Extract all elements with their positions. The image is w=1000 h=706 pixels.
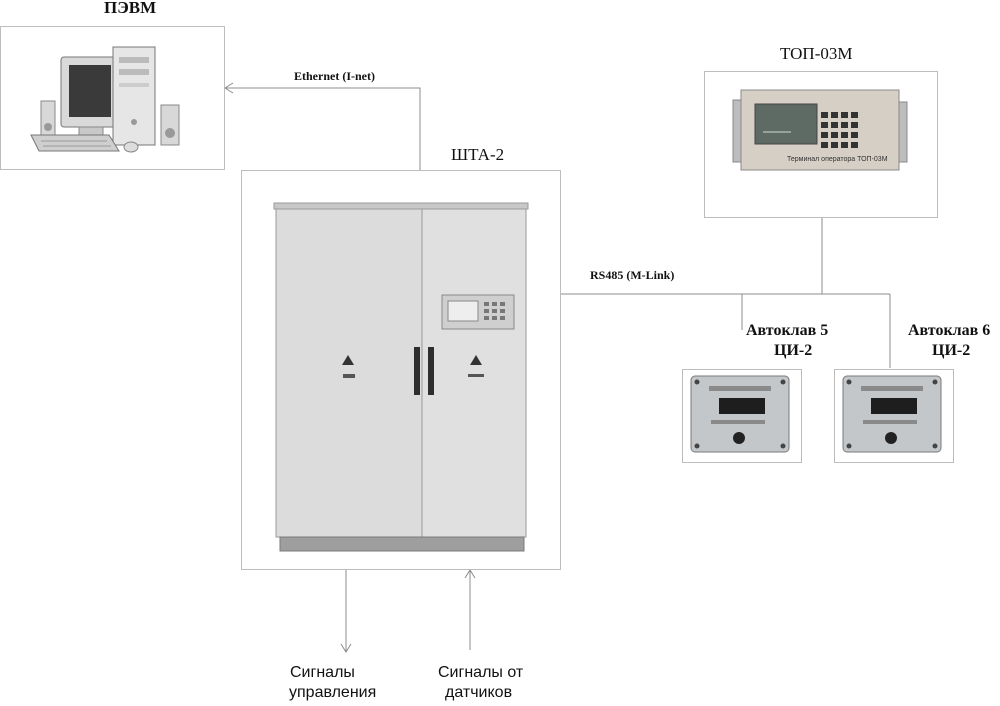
control-signals-line2: управления (289, 684, 377, 701)
autoclave6-indicator-illustration (842, 375, 942, 453)
terminal-box: Терминал оператора ТОП-03М (704, 71, 938, 218)
sensor-signals-line2: датчиков (445, 684, 513, 701)
pc-box (0, 26, 225, 170)
terminal-title: ТОП-03М (780, 44, 853, 63)
control-signal-arrowhead (340, 643, 352, 653)
autoclave6-box (834, 369, 954, 463)
cabinet-title: ШТА-2 (451, 145, 505, 164)
sensor-signal-arrowhead (464, 569, 476, 579)
cabinet-illustration (273, 202, 529, 552)
sensor-signals-line1: Сигналы от (438, 664, 524, 681)
autoclave6-title-line2: ЦИ-2 (932, 342, 971, 359)
ethernet-label: Ethernet (I-net) (294, 69, 375, 83)
pc-illustration (30, 46, 180, 153)
rs485-label: RS485 (M-Link) (590, 268, 675, 282)
terminal-panel-caption: Терминал оператора ТОП-03М (787, 156, 888, 163)
autoclave5-indicator-illustration (690, 375, 790, 453)
ethernet-line (225, 87, 421, 170)
terminal-illustration (732, 89, 908, 171)
autoclave6-title-line1: Автоклав 6 (908, 322, 991, 339)
ethernet-arrowhead (224, 82, 234, 94)
autoclave5-title-line1: Автоклав 5 (746, 322, 829, 339)
autoclave5-box (682, 369, 802, 463)
pc-title: ПЭВМ (104, 0, 157, 17)
cabinet-box (241, 170, 561, 570)
control-signals-line1: Сигналы (290, 664, 355, 681)
autoclave5-title-line2: ЦИ-2 (774, 342, 813, 359)
